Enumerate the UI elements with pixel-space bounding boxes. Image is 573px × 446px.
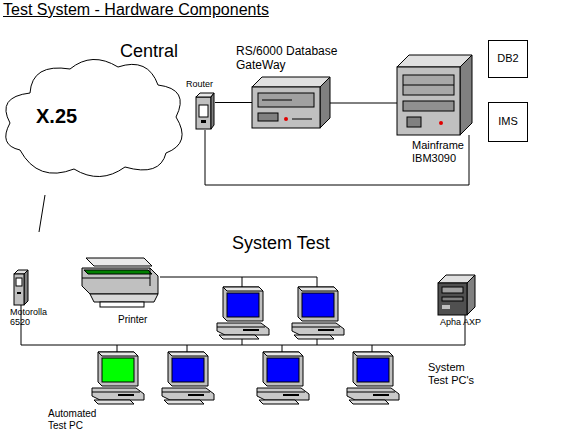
node-outline (195, 93, 215, 130)
database-box: DB2 (488, 40, 528, 78)
printer-device: Printer (80, 258, 160, 308)
leader-line (39, 195, 45, 232)
workstation-pc: Automated Test PC (90, 350, 145, 405)
node-outline (0, 55, 185, 180)
alpha-server: Apha AXP (438, 275, 475, 315)
network-link (205, 130, 469, 185)
network-link (330, 103, 397, 104)
node-outline (397, 55, 472, 135)
mainframe-computer: Mainframe IBM3090 (397, 55, 472, 135)
cloud-label: X.25 (36, 105, 77, 128)
label-text: Mainframe IBM3090 (412, 139, 472, 164)
pc-icon (292, 287, 344, 339)
lan-drop (372, 345, 373, 352)
network-cloud: X.25 (0, 55, 185, 180)
lan-drop (117, 345, 118, 352)
node-outline (252, 77, 330, 128)
label-text: IMS (489, 115, 527, 128)
diagram-title: Test System - Hardware Components (3, 1, 269, 19)
node-outline (80, 258, 160, 308)
node-outline (14, 270, 28, 305)
label-text: DB2 (489, 52, 527, 65)
group-label: System Test PC's (428, 361, 483, 386)
pc-icon (162, 352, 214, 404)
area-label: System Test (232, 233, 330, 254)
pc-icon (257, 352, 309, 404)
network-link (215, 102, 252, 103)
printer-wire (160, 277, 317, 287)
pc-icon (217, 287, 269, 339)
gateway-server: RS/6000 Database GateWay (252, 77, 330, 128)
printer-wire (242, 277, 243, 287)
label-text: Motorolla 6520 (10, 307, 56, 328)
node-outline (438, 275, 475, 315)
label-text: RS/6000 Database GateWay (236, 45, 348, 73)
node-outline (90, 350, 145, 405)
label-text: Automated Test PC (48, 408, 103, 431)
pc-icon (347, 352, 399, 404)
label-text: Printer (118, 314, 168, 326)
modem-device: Motorolla 6520 (14, 270, 28, 305)
label-text: Apha AXP (440, 317, 500, 327)
router-device: Router (195, 93, 215, 130)
lan-drop (282, 345, 283, 352)
area-label: Central (120, 41, 178, 62)
database-box: IMS (488, 102, 528, 142)
lan-drop (187, 345, 188, 352)
label-text: Router (186, 79, 226, 89)
